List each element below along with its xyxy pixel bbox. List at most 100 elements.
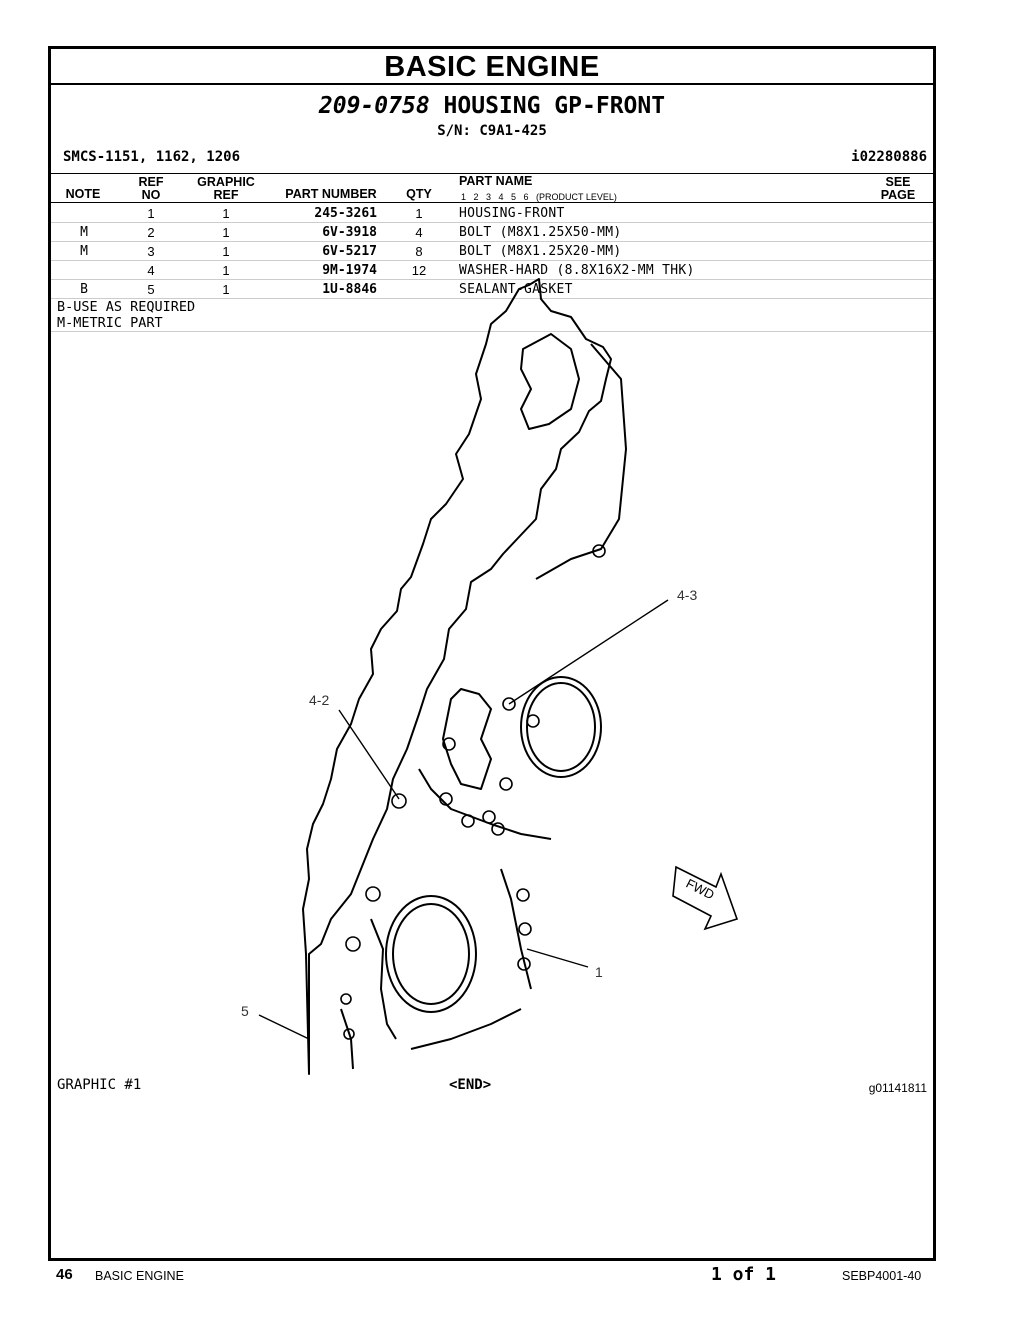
col-part-name: PART NAME [459, 174, 533, 188]
section-title: BASIC ENGINE [51, 49, 933, 85]
footer-section: BASIC ENGINE [95, 1269, 184, 1283]
bolt-hole [340, 993, 352, 1005]
callout-5: 5 [241, 1003, 249, 1019]
row-part-number: 6V-3918 [322, 225, 377, 240]
bolt-hole [345, 936, 361, 952]
housing-outline [302, 278, 612, 1075]
end-label: <END> [449, 1077, 492, 1093]
row-ref: 3 [147, 244, 155, 259]
footer-page-count: 1 of 1 [711, 1264, 777, 1285]
row-graphic-ref: 1 [222, 263, 230, 278]
note-m: M-METRIC PART [57, 315, 163, 331]
bolt-hole [482, 810, 496, 824]
row-part-name: HOUSING-FRONT [459, 206, 565, 221]
row-part-number: 1U-8846 [322, 282, 377, 297]
col-qty: QTY [406, 187, 432, 201]
leader-line [526, 948, 589, 968]
housing-right-edge [535, 343, 627, 580]
row-qty: 1 [415, 206, 423, 221]
fwd-arrow-icon: FWD [672, 865, 739, 931]
row-part-name: BOLT (M8X1.25X50-MM) [459, 225, 622, 240]
callout-4-2: 4-2 [309, 692, 329, 708]
group-name: HOUSING GP-FRONT [443, 93, 666, 119]
row-part-name: WASHER-HARD (8.8X16X2-MM THK) [459, 263, 695, 278]
inner-rib [500, 868, 532, 990]
row-ref: 2 [147, 225, 155, 240]
inner-rib [410, 1008, 522, 1050]
bolt-hole [461, 814, 475, 828]
row-note: B [80, 282, 88, 297]
col-graphic-ref: GRAPHIC REF [197, 175, 255, 202]
table-row: B 5 1 1U-8846 SEALANT-GASKET [51, 280, 933, 299]
row-part-number: 6V-5217 [322, 244, 377, 259]
row-part-number: 9M-1974 [322, 263, 377, 278]
col-see-page: SEE PAGE [880, 175, 916, 202]
notes-divider [51, 331, 933, 332]
row-qty: 12 [411, 263, 427, 278]
upper-opening [520, 333, 580, 430]
row-part-name: SEALANT-GASKET [459, 282, 573, 297]
footer-doc-number: SEBP4001-40 [842, 1269, 922, 1283]
bolt-hole [517, 957, 531, 971]
bolt-hole [442, 737, 456, 751]
crankshaft-seal-inner [392, 903, 470, 1005]
row-ref: 1 [147, 206, 155, 221]
row-graphic-ref: 1 [222, 244, 230, 259]
bolt-hole [365, 886, 381, 902]
col-ref-no: REF NO [138, 175, 164, 202]
row-qty: 4 [415, 225, 423, 240]
callout-1: 1 [595, 964, 603, 980]
illustration-id: i02280886 [851, 149, 927, 165]
table-row: M 2 1 6V-3918 4 BOLT (M8X1.25X50-MM) [51, 223, 933, 242]
row-ref: 5 [147, 282, 155, 297]
front-housing-illustration: 4-3 4-2 1 5 FWD [241, 278, 739, 1075]
bolt-hole [391, 793, 407, 809]
bolt-hole [502, 697, 516, 711]
leader-line [508, 599, 669, 705]
row-graphic-ref: 1 [222, 225, 230, 240]
table-row: 1 1 245-3261 1 HOUSING-FRONT [51, 204, 933, 223]
bolt-hole [592, 544, 606, 558]
notes: B-USE AS REQUIRED M-METRIC PART [57, 299, 195, 331]
camshaft-gear-opening [520, 676, 602, 778]
col-note: NOTE [65, 187, 101, 201]
col-product-level: 1 2 3 4 5 6 (PRODUCT LEVEL) [461, 192, 617, 202]
row-qty: 8 [415, 244, 423, 259]
bolt-hole [343, 1028, 355, 1040]
row-part-number: 245-3261 [314, 206, 377, 221]
camshaft-gear-inner [526, 682, 596, 772]
parts-table: 1 1 245-3261 1 HOUSING-FRONT M 2 1 6V-39… [51, 204, 933, 299]
table-header: NOTE REF NO GRAPHIC REF PART NUMBER QTY … [51, 173, 933, 203]
inner-rib [370, 918, 397, 1040]
row-note: M [80, 225, 88, 240]
page-frame: BASIC ENGINE 209-0758 HOUSING GP-FRONT S… [48, 46, 936, 1261]
bolt-hole [491, 822, 505, 836]
footer-page-number: 46 [56, 1266, 73, 1283]
row-graphic-ref: 1 [222, 206, 230, 221]
group-title: 209-0758 HOUSING GP-FRONT [51, 93, 933, 119]
serial-number: S/N: C9A1-425 [437, 123, 547, 139]
callout-4-3: 4-3 [677, 587, 697, 603]
bolt-hole [526, 714, 540, 728]
graphic-id: g01141811 [868, 1081, 927, 1095]
graphic-label: GRAPHIC #1 [57, 1077, 142, 1093]
row-graphic-ref: 1 [222, 282, 230, 297]
bolt-hole [499, 777, 513, 791]
row-note: M [80, 244, 88, 259]
smcs-codes: SMCS-1151, 1162, 1206 [63, 149, 241, 165]
leader-line [258, 1014, 310, 1040]
leader-line [338, 709, 400, 800]
col-part-number: PART NUMBER [285, 187, 377, 201]
note-b: B-USE AS REQUIRED [57, 299, 196, 315]
group-part-number: 209-0758 [318, 93, 430, 119]
bolt-hole [516, 888, 530, 902]
crankshaft-seal-opening [385, 895, 477, 1013]
central-cutout [442, 688, 492, 790]
table-row: 4 1 9M-1974 12 WASHER-HARD (8.8X16X2-MM … [51, 261, 933, 280]
bolt-hole [439, 792, 453, 806]
table-row: M 3 1 6V-5217 8 BOLT (M8X1.25X20-MM) [51, 242, 933, 261]
bolt-hole [518, 922, 532, 936]
bolt-holes [340, 544, 606, 1040]
row-ref: 4 [147, 263, 155, 278]
row-part-name: BOLT (M8X1.25X20-MM) [459, 244, 622, 259]
